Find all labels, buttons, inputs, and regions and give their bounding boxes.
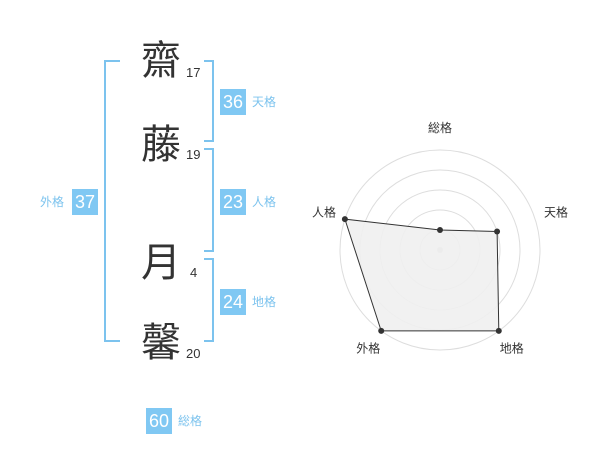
radar-axis-label-1: 総格	[428, 120, 452, 135]
radar-series-area	[344, 218, 500, 332]
tenkaku-label: 天格	[252, 95, 277, 109]
stroke-count-1: 17	[186, 65, 201, 80]
radar-point-1	[437, 227, 443, 233]
radar-point-2	[494, 228, 501, 235]
soukaku-label: 総格	[178, 414, 203, 428]
name-char-4: 馨	[141, 320, 181, 366]
radar-axis-label-4: 外格	[356, 341, 380, 356]
gaikaku-value: 37	[72, 189, 98, 215]
gaikaku-label: 外格	[40, 195, 65, 209]
radar-ring	[339, 149, 541, 351]
radar-axis-label-3: 地格	[500, 341, 524, 356]
radar-point-4	[378, 327, 385, 334]
chikaku-value: 24	[220, 289, 246, 315]
name-char-2: 藤	[141, 122, 181, 168]
radar-point-5	[341, 216, 348, 223]
name-char-1: 齋	[141, 38, 181, 84]
chikaku-bracket	[204, 258, 214, 342]
tenkaku-bracket	[204, 60, 214, 142]
radar-axis-label-2: 天格	[544, 204, 568, 219]
radar-axis-label-5: 人格	[312, 204, 336, 219]
tenkaku-value: 36	[220, 89, 246, 115]
jinkaku-bracket	[204, 148, 214, 252]
soukaku-value: 60	[146, 408, 172, 434]
stroke-count-4: 20	[186, 346, 201, 361]
stroke-count-2: 19	[186, 147, 201, 162]
jinkaku-label: 人格	[252, 195, 277, 209]
chikaku-label: 地格	[252, 295, 277, 309]
gaikaku-bracket	[104, 60, 120, 342]
radar-point-3	[495, 327, 502, 334]
jinkaku-value: 23	[220, 189, 246, 215]
name-char-3: 月	[141, 240, 181, 286]
stroke-count-3: 4	[190, 265, 198, 280]
